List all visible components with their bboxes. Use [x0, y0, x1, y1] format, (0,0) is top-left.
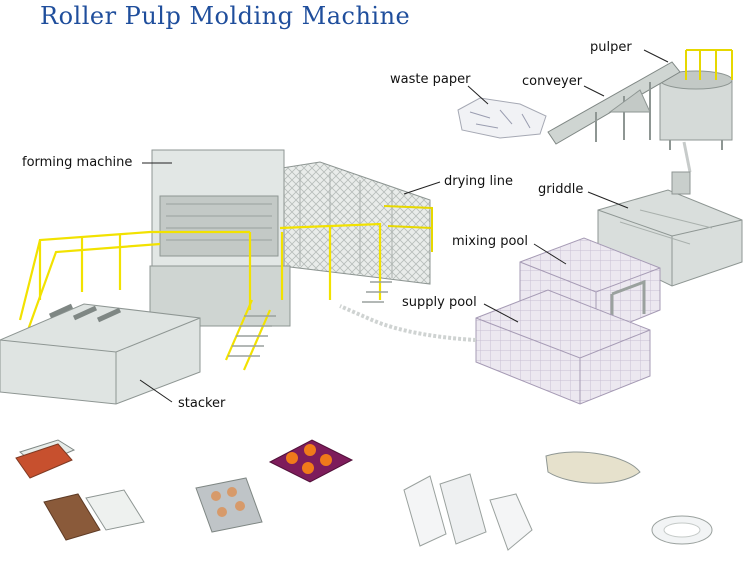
forming-machine: [149, 149, 291, 327]
drying-line: [281, 161, 433, 285]
leader-conveyer: [583, 85, 605, 97]
leader-lines: [139, 49, 669, 403]
supply-pool: [475, 289, 651, 405]
product-egg-cartons: [43, 489, 145, 541]
label-waste-paper: waste paper: [390, 72, 471, 87]
pulp-pipe: [682, 141, 692, 173]
product-egg-box: [15, 439, 76, 479]
label-conveyer: conveyer: [522, 74, 583, 89]
leader-griddle: [587, 191, 629, 209]
label-pulper: pulper: [590, 40, 632, 55]
product-shoe-insert: [545, 451, 641, 484]
label-drying-line: drying line: [444, 174, 513, 189]
stairs: [228, 281, 392, 357]
diagram-title: Roller Pulp Molding Machine: [40, 2, 411, 30]
leader-drying-line: [403, 181, 441, 195]
label-stacker: stacker: [178, 396, 226, 411]
stacker-unit: [0, 303, 201, 405]
leader-supply-pool: [483, 303, 519, 323]
product-fruit-tray: [268, 439, 354, 483]
yellow-railings: [18, 222, 382, 371]
pulper-unit: [659, 49, 733, 150]
label-forming-machine: forming machine: [22, 155, 133, 170]
waste-paper-pile: [457, 97, 547, 139]
label-supply-pool: supply pool: [402, 295, 477, 310]
leader-mixing-pool: [533, 243, 567, 265]
product-protective-liners: [403, 473, 533, 551]
product-bowl: [651, 515, 713, 545]
label-mixing-pool: mixing pool: [452, 234, 528, 249]
leader-pulper: [643, 49, 669, 63]
conveyer-belt: [547, 61, 681, 145]
leader-stacker: [139, 379, 173, 403]
leader-waste-paper: [467, 85, 489, 105]
product-egg-tray: [195, 477, 263, 533]
supply-pipe: [339, 304, 477, 342]
label-griddle: griddle: [538, 182, 584, 197]
